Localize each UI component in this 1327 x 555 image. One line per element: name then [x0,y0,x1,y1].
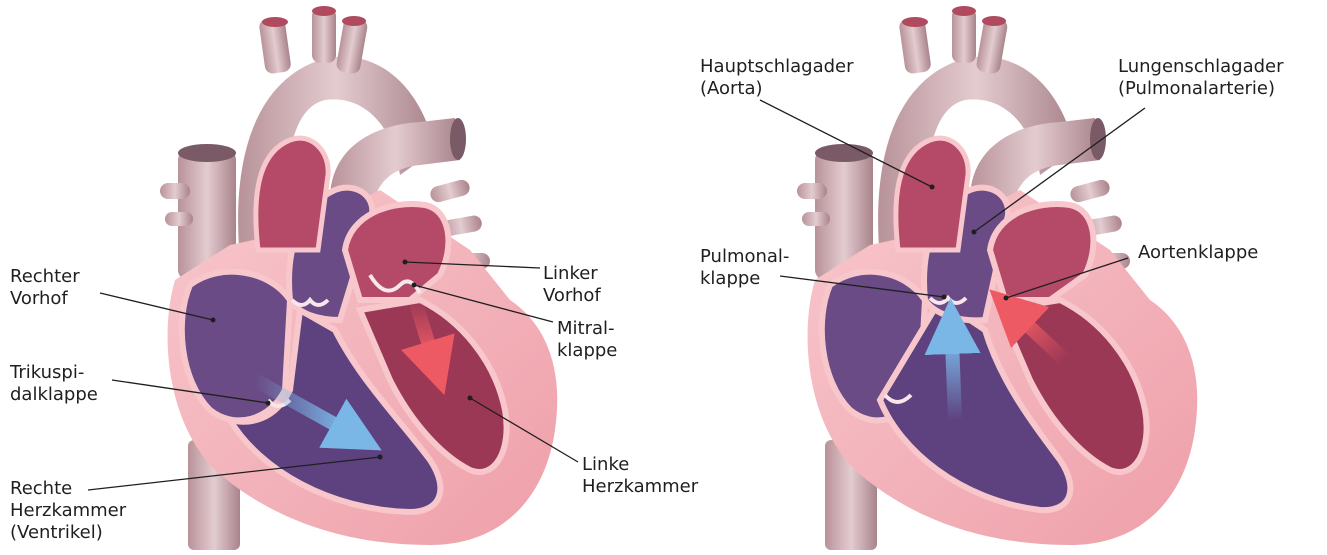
label-pulmonalklappe: Pulmonal- klappe [700,246,789,290]
label-mitralklappe: Mitral- klappe [557,318,617,362]
label-linker-vorhof: Linker Vorhof [543,263,601,307]
label-rechte-herzkammer: Rechte Herzkammer (Ventrikel) [10,478,126,544]
label-lungenschlagader: Lungenschlagader (Pulmonalarterie) [1118,56,1284,100]
left-heart [88,6,578,550]
label-trikuspidalklappe: Trikuspi- dalklappe [10,362,98,406]
blood-flow-arrow-blue-up [952,340,955,420]
label-aortenklappe: Aortenklappe [1138,242,1258,264]
label-hauptschlagader: Hauptschlagader (Aorta) [700,56,854,100]
label-linke-herzkammer: Linke Herzkammer [582,454,698,498]
label-rechter-vorhof: Rechter Vorhof [10,266,80,310]
